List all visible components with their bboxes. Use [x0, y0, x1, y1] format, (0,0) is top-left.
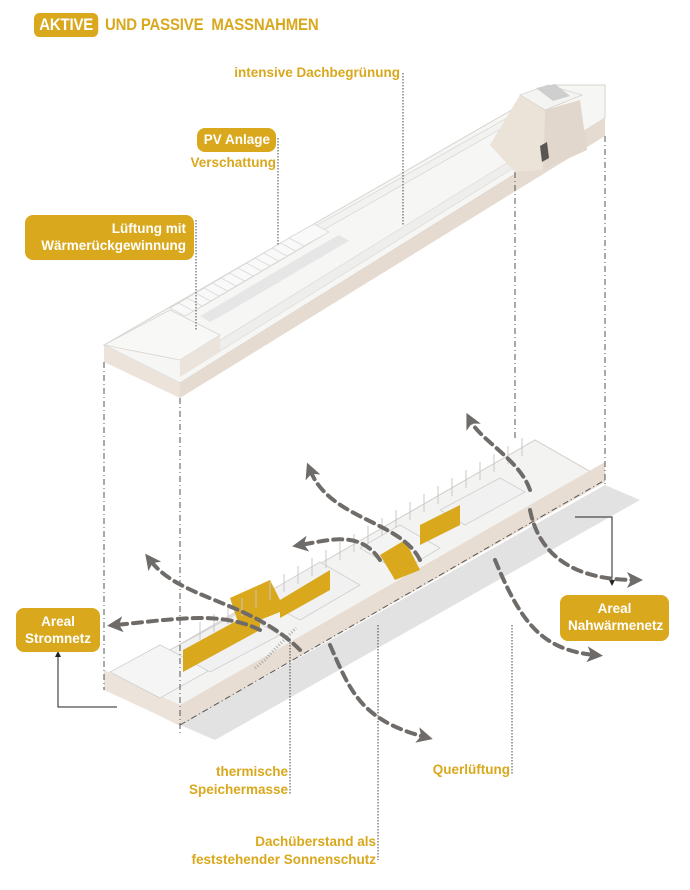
thermal-mass-wall-2	[230, 580, 285, 628]
roof-slab-front	[180, 118, 605, 398]
label-verschattung: Verschattung	[190, 154, 276, 172]
label-lueftung-waermerueckgewinnung: Lüftung mit Wärmerückgewinnung	[25, 215, 194, 260]
label-thermische-speichermasse: thermische Speichermasse	[189, 763, 288, 799]
tower-door	[540, 142, 549, 162]
diagram-title: AKTIVE UND PASSIVE MASSNAHMEN	[34, 12, 348, 38]
label-text-line1: Lüftung mit	[111, 221, 186, 236]
airflow-arrow-south	[328, 643, 433, 743]
airflow-arrow-west	[145, 553, 302, 652]
roof-level	[102, 84, 606, 398]
ground-front-wall	[180, 462, 605, 725]
energy-connectors	[57, 516, 613, 708]
label-querlueftung: Querlüftung	[433, 761, 510, 779]
label-text-line2: Wärmerückgewinnung	[41, 238, 186, 253]
ground-left-wall	[104, 670, 180, 725]
stromnetz-arrowhead	[55, 651, 61, 657]
label-text-line1: Areal	[597, 601, 632, 616]
thermal-mass-wall-3	[280, 570, 330, 618]
lamella-shadow	[319, 235, 349, 252]
label-text-line2: Stromnetz	[24, 631, 91, 646]
ground-floor-level	[102, 438, 640, 740]
airflow-arrows	[107, 412, 643, 743]
label-text-line2: Nahwärmenetz	[568, 618, 664, 633]
airflow-arrow-northeast	[466, 412, 532, 492]
airflow-arrow-north	[305, 462, 422, 562]
label-text: Verschattung	[190, 155, 276, 170]
title-text: UND PASSIVE MASSNAHMEN	[105, 15, 319, 34]
label-pv-anlage: PV Anlage	[197, 128, 276, 152]
pv-lamella	[288, 223, 330, 247]
label-areal-stromnetz: Areal Stromnetz	[16, 608, 100, 652]
label-text-line1: thermische	[215, 764, 288, 779]
label-intensive-dachbegruenung: intensive Dachbegrünung	[234, 64, 400, 82]
roof-slab-left	[104, 345, 180, 398]
airflow-arrow-east	[528, 508, 643, 588]
label-areal-nahwaermenetz: Areal Nahwärmenetz	[560, 595, 669, 641]
thermal-mass-wall-4	[380, 540, 420, 580]
airflow-arrow-southeast	[493, 558, 603, 663]
leader-lines	[195, 73, 513, 860]
label-text-line1: Dachüberstand als	[255, 834, 376, 849]
label-text: Querlüftung	[432, 762, 510, 777]
nahwaerme-arrowhead	[609, 580, 615, 586]
tower-left-face	[490, 95, 545, 172]
ground-shadow	[180, 485, 640, 740]
airflow-arrow-northwest	[292, 535, 382, 562]
label-dachueberstand: Dachüberstand als feststehender Sonnensc…	[191, 833, 376, 869]
pv-shading-lamellae	[169, 223, 349, 322]
label-text: PV Anlage	[203, 132, 270, 147]
label-text-line2: Speichermasse	[188, 782, 288, 797]
label-text-line2: feststehender Sonnenschutz	[191, 852, 376, 867]
airflow-arrow-stromnetz	[107, 616, 262, 633]
tower-right-face	[543, 100, 587, 170]
title-highlight-badge: AKTIVE	[34, 13, 99, 37]
tower-stair-opening	[536, 84, 570, 101]
thermal-mass-wall-5	[420, 505, 460, 545]
roof-left-block-front	[180, 335, 220, 377]
projection-lines	[103, 136, 606, 735]
label-text-line1: Areal	[41, 614, 75, 629]
label-text: intensive Dachbegrünung	[234, 65, 400, 80]
